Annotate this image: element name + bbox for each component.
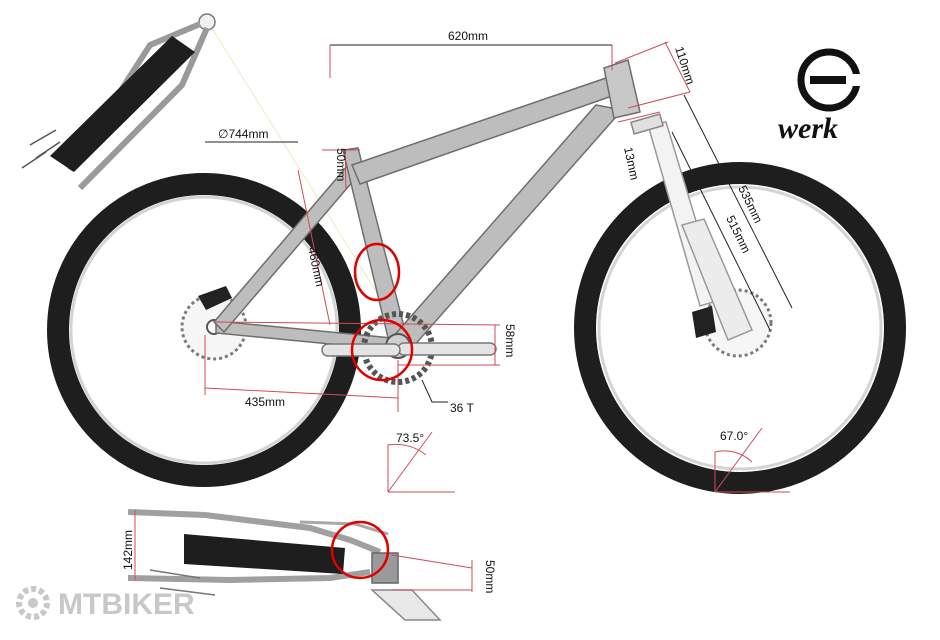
label-bb-drop: 58mm	[503, 324, 517, 357]
dim-line-head-tube	[664, 41, 691, 93]
inset-axle-line-1	[29, 129, 57, 146]
head-tube	[603, 59, 641, 119]
label-seat-tube-top: 50mm	[334, 148, 348, 181]
inset-cs-bb-block	[371, 552, 399, 584]
label-wheel-diameter: ∅744mm	[218, 127, 268, 141]
dim-line-chainstay	[204, 387, 399, 399]
inset-pivot	[198, 13, 216, 31]
label-seat-angle: 73.5°	[396, 431, 424, 445]
rear-tire	[47, 173, 361, 487]
label-top-tube: 620mm	[448, 29, 488, 43]
dim-line-fork-inner	[671, 131, 771, 331]
highlight-inset-junction	[330, 520, 390, 580]
highlight-circles	[330, 242, 414, 580]
dim-angle-seat-ray	[387, 431, 433, 493]
label-chainring: 36 T	[450, 401, 474, 415]
dim-ext-head-tube-2	[627, 91, 691, 109]
inset-cs-upper	[127, 509, 382, 555]
dim-ext-bb-drop-1	[214, 321, 501, 326]
front-brake-caliper	[692, 306, 716, 338]
rear-brake-caliper	[198, 286, 232, 310]
brand-logo-gap	[842, 74, 864, 86]
label-fork-inner: 515mm	[723, 213, 753, 255]
watermark-gear-hub	[28, 598, 38, 608]
dim-ext-head-tube-1	[614, 41, 669, 64]
suspension-fork	[629, 113, 753, 341]
highlight-seat-tube-junction	[353, 242, 401, 302]
fork-crown	[629, 113, 665, 135]
dim-line-offset	[391, 554, 473, 569]
dim-line-fork-outer	[683, 94, 793, 309]
inset-cs-spindle	[299, 520, 389, 536]
dim-line-headset	[617, 111, 661, 123]
watermark-name: MTBIKER	[58, 588, 195, 621]
inset-axle-line-3	[21, 151, 47, 169]
dimension-lines	[134, 41, 793, 592]
inset-tire	[50, 36, 195, 172]
inset-cs-axle-a	[149, 569, 201, 579]
front-rim	[597, 185, 883, 471]
inset-top-view	[21, 13, 216, 191]
brand-logo-bar	[810, 76, 846, 84]
inset-cs-crank	[370, 589, 442, 621]
dim-line-seat-tube	[297, 169, 331, 326]
inset-stay-right	[77, 26, 210, 191]
label-head-tube: 110mm	[672, 45, 697, 87]
watermark: MTBIKER	[16, 586, 195, 621]
label-chainstay: 435mm	[245, 395, 285, 409]
highlight-bottom-bracket	[350, 318, 414, 382]
label-head-angle: 67.0°	[720, 429, 748, 443]
label-dropout-height: 142mm	[121, 530, 135, 570]
dim-angle-seat-arc	[387, 443, 427, 492]
fork-lower	[680, 218, 753, 341]
dim-line-seat-top	[344, 149, 347, 191]
inset-cs-axle-b	[159, 587, 216, 596]
label-headset-gap: 13mm	[621, 146, 642, 182]
frame	[212, 59, 641, 359]
front-tire	[574, 162, 906, 494]
label-dropout-offset: 50mm	[483, 560, 497, 593]
brand-logo: werk	[778, 48, 864, 145]
brand-name: werk	[778, 112, 838, 145]
construction-line	[209, 24, 401, 331]
watermark-gear-icon	[16, 586, 50, 620]
drivetrain	[321, 311, 497, 385]
dim-leader-chainring	[421, 379, 448, 403]
rear-rim	[69, 195, 339, 465]
dim-angle-head-arc	[714, 450, 753, 492]
crank-arm-rear	[321, 343, 401, 357]
dim-angle-head-ray	[714, 427, 763, 493]
inset-cs-tire	[184, 534, 345, 574]
